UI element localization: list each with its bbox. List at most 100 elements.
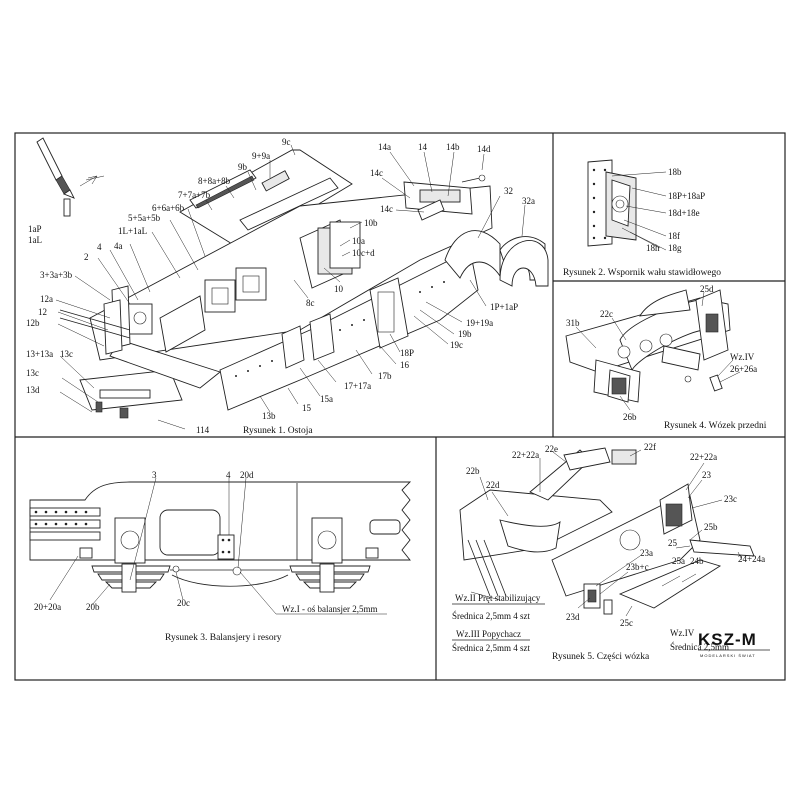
panel-4-frame: 25d 22c 31b Wz.IV 26+26a 26b Rysunek 4. … [565,284,767,431]
label-32a: 32a [522,196,535,206]
label-19b: 19b [458,329,472,339]
label-23a: 23a [640,548,653,558]
label-10b: 10b [364,218,378,228]
note-wz1: Wz.I - oś balansjer 2,5mm [282,604,377,614]
label-9-9a: 9+9a [252,151,270,161]
part-18-bracket [587,159,637,247]
label-15a: 15a [320,394,333,404]
label-22e: 22e [545,444,558,454]
label-23c: 23c [724,494,737,504]
label-15: 15 [302,403,312,413]
part-32a-arch [499,240,549,287]
logo-text: KSZ-M [698,630,757,649]
frame-top-plates [179,149,353,251]
panel-1-labels: 9c 9+9a 9b 8+8a+8b 7+7a+7b 6+6a+6b 5+5a+… [26,137,535,435]
label-24b: 24b [690,556,704,566]
label-4: 4 [226,470,231,480]
label-3: 3 [152,470,157,480]
label-3-3a-3b: 3+3a+3b [40,270,73,280]
label-13-13a: 13+13a [26,349,53,359]
label-25c: 25c [620,618,633,628]
label-14d: 14d [477,144,491,154]
panel-3-leaders [49,477,387,615]
sheet-frame [14,132,786,681]
label-13b: 13b [262,411,276,421]
label-26b: 26b [623,412,637,422]
panel-2-leaders [611,171,667,251]
label-12b: 12b [26,318,40,328]
label-14b: 14b [446,142,460,152]
label-31b: 31b [566,318,580,328]
label-25: 25 [668,538,678,548]
label-22d: 22d [486,480,500,490]
panel-4-leaders [575,291,741,411]
label-26-26a: 26+26a [730,364,757,374]
label-22c: 22c [600,309,613,319]
label-25a: 25a [672,556,685,566]
label-8-8a-8b: 8+8a+8b [198,176,231,186]
label-18h: 18h [646,243,660,253]
front-bogie [565,289,731,403]
note-wz2: Wz.II Pręt stabilizujący [455,593,541,603]
label-14c-lower: 14c [380,204,393,214]
label-114: 114 [196,425,210,435]
label-4a: 4a [114,241,123,251]
panel-2-frame: 18b 18P+18aP 18d+18e 18f 18h 18g Rysunek… [563,159,721,278]
label-22-22a-upper: 22+22a [512,450,539,460]
label-20c: 20c [177,598,190,608]
panel-1-frame: 9c 9+9a 9b 8+8a+8b 7+7a+7b 6+6a+6b 5+5a+… [26,137,549,436]
bogie-parts [459,447,755,615]
main-frame-body [89,185,546,411]
caption-rysunek-5: Rysunek 5. Części wózka [552,652,650,662]
label-18p: 18P [400,348,414,358]
label-22f: 22f [644,442,656,452]
panel-3-frame: 3 4 20d 20+20a 20b 20c Wz.I - oś balansj… [29,470,412,643]
label-24-24a: 24+24a [738,554,765,564]
label-14: 14 [418,142,428,152]
logo-subtext: MODELARSKI ŚWIAT [700,653,756,658]
label-7-7a-7b: 7+7a+7b [178,190,211,200]
label-14c-upper: 14c [370,168,383,178]
label-9b: 9b [238,162,248,172]
label-14a: 14a [378,142,391,152]
label-18d-18e: 18d+18e [668,208,700,218]
label-19-19a: 19+19a [466,318,493,328]
label-10c-d: 10c+d [352,248,375,258]
note-wz2-diameter: Średnica 2,5mm 4 szt [452,611,530,621]
panel-5-leaders [470,449,743,617]
label-1p-1ap: 1P+1aP [490,302,518,312]
label-25d: 25d [700,284,714,294]
label-1l-1al: 1L+1aL [118,226,147,236]
label-6-6a-6b: 6+6a+6b [152,203,185,213]
buffer-beam [59,285,221,419]
label-1ap: 1aP [28,224,42,234]
caption-rysunek-2: Rysunek 2. Wspornik wału stawidłowego [563,268,721,278]
label-18f: 18f [668,231,680,241]
caption-rysunek-4: Rysunek 4. Wózek przedni [664,421,767,431]
label-1al: 1aL [28,235,42,245]
label-25b: 25b [704,522,718,532]
label-22b: 22b [466,466,480,476]
brand-logo: KSZ-M MODELARSKI ŚWIAT [698,630,770,658]
label-20b: 20b [86,602,100,612]
label-10: 10 [334,284,344,294]
label-2: 2 [84,252,89,262]
note-wz3: Wz.III Popychacz [456,629,521,639]
label-19c: 19c [450,340,463,350]
label-23: 23 [702,470,712,480]
label-12a: 12a [40,294,53,304]
label-13c: 13c [26,368,39,378]
note-wz4: Wz.IV [670,628,695,638]
caption-rysunek-3: Rysunek 3. Balansjery i resory [165,633,282,643]
label-20-20a: 20+20a [34,602,61,612]
label-18g: 18g [668,243,682,253]
label-10a: 10a [352,236,365,246]
label-23b-c: 23b+c [626,562,649,572]
label-12: 12 [38,307,47,317]
label-4: 4 [97,242,102,252]
note-wz4-diameter: Średnica 2,5mm [670,642,729,652]
pin-notes: Wz.II Pręt stabilizujący Średnica 2,5mm … [452,593,729,653]
label-13d: 13d [26,385,40,395]
label-18p-18ap: 18P+18aP [668,191,705,201]
